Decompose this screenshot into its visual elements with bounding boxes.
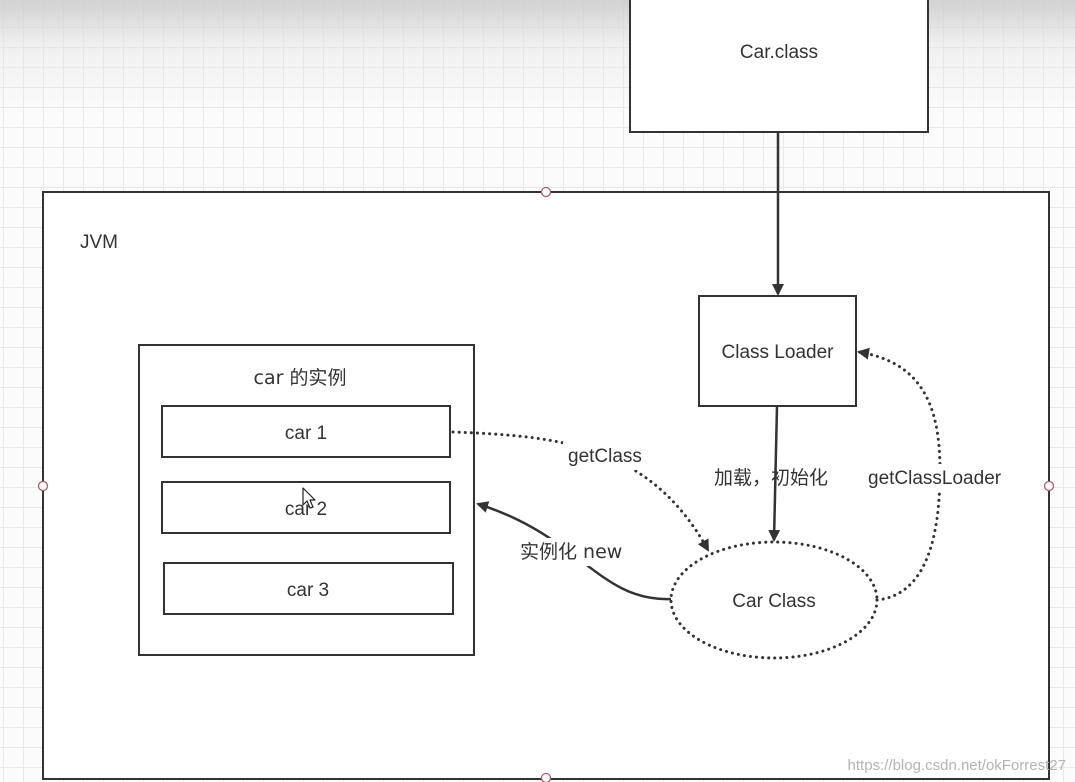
car1-box[interactable] (161, 405, 451, 458)
edge-load-init-label: 加载，初始化 (714, 467, 828, 489)
edge-get-class-loader-label-bg (864, 464, 1022, 492)
edge-load-init[interactable] (768, 405, 781, 542)
edge-instantiate-new-label: 实例化 new (520, 541, 622, 563)
car1-label: car 1 (285, 423, 327, 444)
mouse-pointer-icon (302, 487, 316, 509)
car-class-file-box[interactable] (629, 0, 929, 133)
car-class-object-label: Car Class (732, 591, 815, 612)
edge-get-class-label-bg (563, 442, 653, 470)
car2-box[interactable] (161, 481, 451, 534)
edge-get-class-label: getClass (568, 446, 642, 467)
class-loader-label: Class Loader (722, 342, 835, 363)
instances-group-label: car 的实例 (254, 367, 347, 389)
car3-label: car 3 (287, 580, 329, 601)
edge-instantiate-new-label-bg (515, 538, 635, 566)
watermark-text: https://blog.csdn.net/okForrest27 (848, 757, 1066, 774)
jvm-resize-handle-right[interactable] (1043, 480, 1055, 492)
jvm-resize-handle-left[interactable] (37, 480, 49, 492)
car2-label: car 2 (285, 499, 327, 520)
class-loader-box[interactable] (698, 295, 857, 407)
car3-box[interactable] (163, 562, 454, 615)
edge-get-class-loader-label: getClassLoader (868, 468, 1002, 489)
jvm-label: JVM (80, 232, 118, 253)
jvm-resize-handle-top[interactable] (540, 186, 552, 198)
jvm-resize-handle-bottom[interactable] (540, 772, 552, 782)
car-class-file-label: Car.class (740, 42, 818, 63)
